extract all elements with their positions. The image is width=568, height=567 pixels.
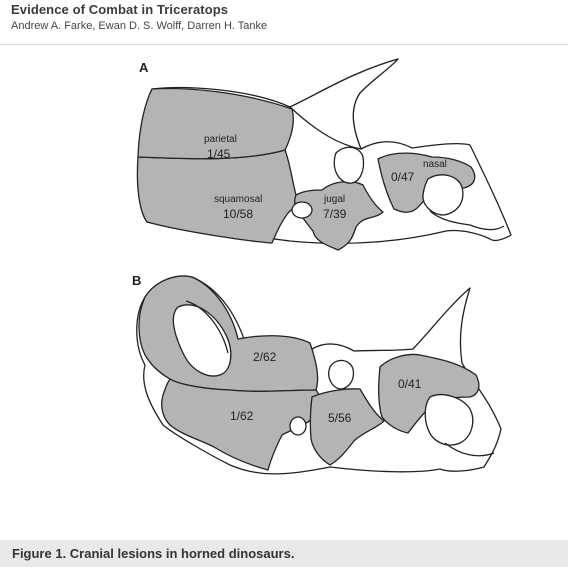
panel-a-naris [422, 174, 464, 216]
panel-a-parietal [137, 87, 294, 160]
panel-b-frill-fenestra [172, 304, 232, 377]
panel-b-nasal-value: 0/41 [398, 377, 422, 391]
panel-b-parietal [138, 275, 319, 392]
panel-a-letter: A [139, 60, 149, 75]
article-title: Evidence of Combat in Triceratops [11, 2, 229, 17]
panel-b-jugal-value: 5/56 [328, 411, 352, 425]
panel-a-parietal-name: parietal [204, 134, 237, 145]
panel-b-squamosal-value: 1/62 [230, 409, 254, 423]
panel-a-nasal-name: nasal [423, 159, 447, 170]
figure-caption-bar: Figure 1. Cranial lesions in horned dino… [0, 540, 568, 567]
panel-b-parietal-value: 2/62 [253, 350, 277, 364]
panel-b-fenestra [289, 416, 307, 436]
panel-a-squamosal-name: squamosal [214, 194, 262, 205]
panel-b-jugal [309, 388, 385, 466]
article-authors: Andrew A. Farke, Ewan D. S. Wolff, Darre… [11, 20, 268, 32]
skull-figure: A parietal 1/45 squamosal 10/58 [132, 58, 512, 475]
panel-b-frill-rim [185, 300, 229, 354]
panel-a-parietal-value: 1/45 [207, 147, 231, 161]
panel-a-orbit [333, 146, 365, 184]
panel-a-nasal-value: 0/47 [391, 170, 415, 184]
panel-b-beak [444, 442, 495, 457]
article-header: Evidence of Combat in Triceratops Andrew… [0, 0, 568, 45]
panel-b-orbit [328, 359, 355, 390]
panel-b-squamosal [161, 378, 321, 471]
panel-a-jugal-name: jugal [323, 194, 345, 205]
panel-a-beak [429, 210, 505, 231]
figure-panel: A parietal 1/45 squamosal 10/58 [0, 45, 568, 539]
panel-a-jugal-value: 7/39 [323, 207, 347, 221]
panel-a-squamosal-value: 10/58 [223, 207, 253, 221]
panel-b-letter: B [132, 273, 141, 288]
panel-b-naris [424, 394, 474, 446]
panel-a-brow-horn [289, 58, 399, 150]
panel-a-fenestra [291, 201, 313, 219]
figure-caption: Figure 1. Cranial lesions in horned dino… [12, 546, 295, 561]
